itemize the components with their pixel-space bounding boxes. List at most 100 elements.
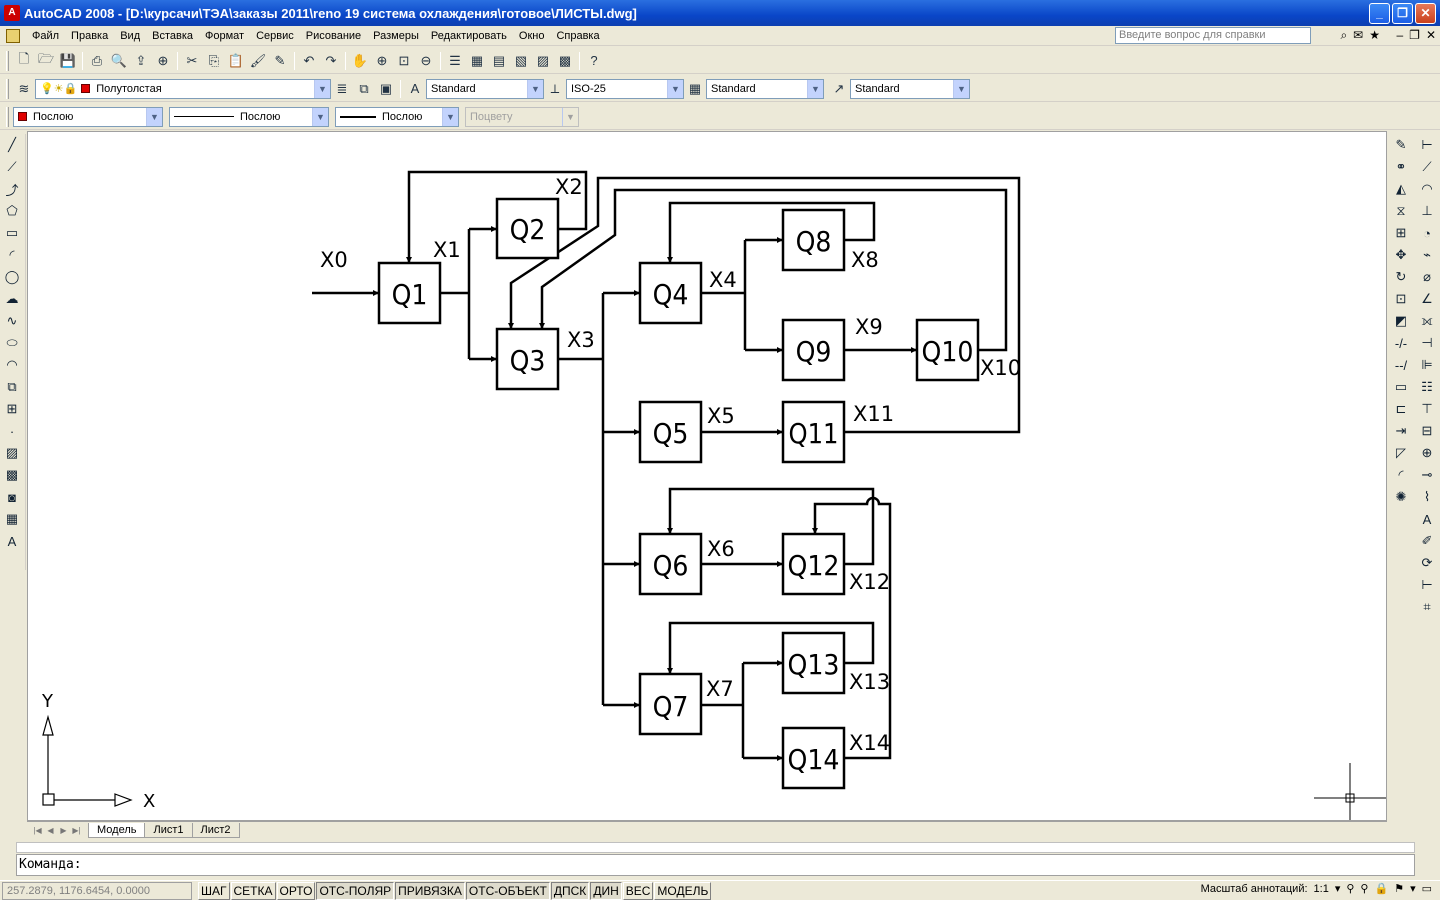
linear-dimension-icon[interactable]: ⊢ <box>1421 137 1433 152</box>
lineweight-select[interactable]: Послою ▼ <box>335 106 459 127</box>
menu-window[interactable]: Окно <box>518 29 545 42</box>
ordinate-icon[interactable]: ⊥ <box>1421 203 1433 218</box>
hatch-icon[interactable]: ▨ <box>5 445 19 460</box>
make-current-layer-icon[interactable]: ≣ <box>336 80 348 96</box>
break-at-point-icon[interactable]: ▭ <box>1394 379 1408 394</box>
dim-break-icon[interactable]: ⊤ <box>1421 401 1433 416</box>
dim-space-icon[interactable]: ☷ <box>1421 379 1433 394</box>
chevron-down-icon[interactable]: ▾ <box>1334 883 1341 895</box>
chevron-down-icon[interactable]: ▼ <box>314 79 330 98</box>
open-file-icon[interactable]: 🗁 <box>37 50 55 66</box>
doc-minimize-icon[interactable]: – <box>1396 28 1404 42</box>
rectangle-icon[interactable]: ▭ <box>5 225 19 240</box>
layer-manager-icon[interactable]: ≋ <box>18 80 30 96</box>
menu-edit[interactable]: Правка <box>71 29 109 42</box>
block-q9[interactable]: Q9 <box>781 318 846 382</box>
dim-update-icon[interactable]: ⟳ <box>1421 555 1433 570</box>
print-icon[interactable]: ⎙ <box>91 52 103 68</box>
menu-view[interactable]: Вид <box>120 29 141 42</box>
revision-cloud-icon[interactable]: ☁ <box>5 291 19 306</box>
block-q4[interactable]: Q4 <box>638 261 703 325</box>
table-style-select[interactable]: Standard ▼ <box>706 78 824 99</box>
match-properties-icon[interactable]: 🖌 <box>249 52 267 68</box>
polygon-icon[interactable]: ⬠ <box>6 203 18 218</box>
properties-icon[interactable]: ☰ <box>449 52 461 68</box>
dim-text-edit-icon[interactable]: ✐ <box>1421 533 1433 548</box>
comm-center-icon[interactable]: ⚑ <box>1394 883 1405 895</box>
calculator-icon[interactable]: ▩ <box>558 52 572 68</box>
command-input[interactable]: Команда: <box>16 854 1415 876</box>
favorites-star-icon[interactable]: ★ <box>1369 28 1380 42</box>
quick-dimension-icon[interactable]: ⟗ <box>1421 313 1433 328</box>
dim-edit-icon[interactable]: A <box>1422 511 1432 527</box>
tray-settings-icon[interactable]: ▾ <box>1410 883 1416 895</box>
arc-length-icon[interactable]: ◠ <box>1421 181 1433 196</box>
ellipse-icon[interactable]: ⬭ <box>6 335 18 350</box>
circle-icon[interactable]: ◯ <box>4 269 20 284</box>
continue-icon[interactable]: ⊫ <box>1421 357 1433 372</box>
line-icon[interactable]: ╱ <box>8 137 16 152</box>
communication-center-icon[interactable]: ✉ <box>1353 28 1364 42</box>
stretch-icon[interactable]: ◩ <box>1394 313 1408 328</box>
insert-block-icon[interactable]: ⧉ <box>7 379 17 394</box>
paste-icon[interactable]: 📋 <box>227 52 245 68</box>
dim-style-select[interactable]: ISO-25 ▼ <box>566 78 684 99</box>
auto-scale-icon[interactable]: ⚲ <box>1360 883 1369 895</box>
chevron-down-icon[interactable]: ▼ <box>146 107 162 126</box>
arc-icon[interactable]: ◜ <box>9 247 15 262</box>
make-block-icon[interactable]: ⊞ <box>6 401 18 416</box>
radius-icon[interactable]: ◔ <box>1423 225 1431 241</box>
dim-style-icon[interactable]: ⟂ <box>550 80 560 96</box>
jogged-linear-icon[interactable]: ⌇ <box>1423 489 1431 504</box>
chevron-down-icon[interactable]: ▼ <box>953 79 969 98</box>
next-tab-icon[interactable]: ▶ <box>60 825 67 835</box>
close-button[interactable]: ✕ <box>1415 3 1436 24</box>
text-style-icon[interactable]: A <box>410 81 420 96</box>
grid-toggle[interactable]: СЕТКА <box>230 881 276 900</box>
tool-palettes-icon[interactable]: ▤ <box>492 52 506 68</box>
model-toggle[interactable]: МОДЕЛЬ <box>654 881 712 900</box>
new-file-icon[interactable]: 🗋 <box>18 50 30 66</box>
autocad-app-icon[interactable]: A <box>4 5 20 21</box>
zoom-realtime-icon[interactable]: ⊕ <box>376 52 388 68</box>
fillet-icon[interactable]: ◜ <box>1398 467 1404 482</box>
block-q10[interactable]: Q10 <box>915 318 980 382</box>
gradient-icon[interactable]: ▩ <box>5 467 19 482</box>
design-center-icon[interactable]: ▦ <box>470 52 484 68</box>
dyn-toggle[interactable]: ДИН <box>590 881 622 900</box>
chevron-down-icon[interactable]: ▼ <box>312 107 328 126</box>
block-editor-icon[interactable]: ✎ <box>274 52 286 68</box>
sheet-set-icon[interactable]: ▧ <box>514 52 528 68</box>
diameter-icon[interactable]: ⌀ <box>1423 269 1431 284</box>
last-tab-icon[interactable]: ▶| <box>72 825 81 835</box>
linetype-select[interactable]: Послою ▼ <box>169 106 329 127</box>
chamfer-icon[interactable]: ◸ <box>1396 445 1406 460</box>
table-style-icon[interactable]: ▦ <box>688 80 702 96</box>
text-style-select[interactable]: Standard ▼ <box>426 78 544 99</box>
block-q6[interactable]: Q6 <box>638 532 703 596</box>
array-icon[interactable]: ⊞ <box>1395 225 1407 240</box>
construction-line-icon[interactable]: ⟋ <box>7 159 17 174</box>
menu-dimension[interactable]: Размеры <box>373 29 419 42</box>
ducs-toggle[interactable]: ДПСК <box>550 881 590 900</box>
inspection-icon[interactable]: ⊸ <box>1421 467 1433 482</box>
help-search-input[interactable]: Введите вопрос для справки <box>1115 27 1311 44</box>
offset-icon[interactable]: ⧖ <box>1396 203 1406 218</box>
publish-icon[interactable]: ⇪ <box>135 52 147 68</box>
rotate-icon[interactable]: ↻ <box>1395 269 1407 284</box>
polyline-icon[interactable]: ⤴ <box>5 182 19 198</box>
block-q1[interactable]: Q1 <box>377 261 442 325</box>
toolbar-grip[interactable] <box>6 78 9 99</box>
tab-layout2[interactable]: Лист2 <box>191 822 240 838</box>
center-mark-icon[interactable]: ⊕ <box>1421 445 1433 460</box>
menu-file[interactable]: Файл <box>32 29 60 42</box>
zoom-previous-icon[interactable]: ⊖ <box>420 52 432 68</box>
block-q12[interactable]: Q12 <box>781 532 846 596</box>
redo-icon[interactable]: ↷ <box>325 52 337 68</box>
mleader-style-icon[interactable]: ↗ <box>833 80 845 96</box>
dwf-icon[interactable]: ⊕ <box>157 52 169 68</box>
cut-icon[interactable]: ✂ <box>186 52 198 68</box>
prev-tab-icon[interactable]: ◀ <box>47 825 54 835</box>
print-preview-icon[interactable]: 🔍 <box>110 52 128 68</box>
erase-icon[interactable]: ✎ <box>1395 137 1407 152</box>
